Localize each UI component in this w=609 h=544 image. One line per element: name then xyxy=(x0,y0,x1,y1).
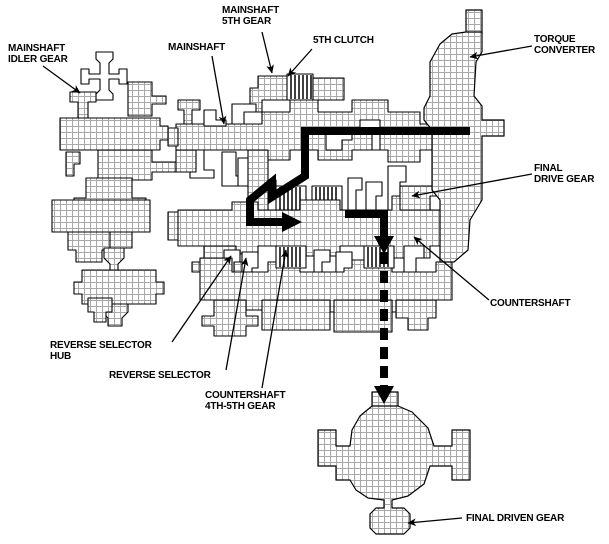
powerflow-segment-main xyxy=(246,127,470,226)
label-mainshaft-5th-gear: MAINSHAFT 5TH GEAR xyxy=(222,5,280,27)
torque-converter-body xyxy=(423,31,505,263)
lower-mid-block-2 xyxy=(333,299,393,333)
idler-lower-flange xyxy=(67,231,111,263)
idler-gear-body xyxy=(59,117,169,151)
leader-torque-converter xyxy=(469,45,533,60)
mid-hub-left xyxy=(175,149,197,173)
leader-reverse-selector xyxy=(225,257,249,371)
label-final-drive-gear: FINAL DRIVE GEAR xyxy=(534,163,595,185)
mainshaft-left-stub xyxy=(167,127,179,147)
leader-countershaft xyxy=(413,236,490,301)
mainshaft-clutch-plate xyxy=(312,77,345,101)
leader-countershaft-4th-5th-gear xyxy=(261,249,289,389)
label-final-driven-gear: FINAL DRIVEN GEAR xyxy=(466,513,565,524)
leader-mainshaft-5th-gear xyxy=(261,31,274,74)
lower-skirt-right xyxy=(395,299,437,331)
lower-skirt xyxy=(201,299,259,337)
leader-final-drive-gear xyxy=(411,173,533,199)
idler-upper-bracket xyxy=(127,81,167,117)
label-countershaft-4th-5th-gear: COUNTERSHAFT 4TH-5TH GEAR xyxy=(205,390,286,412)
lower-clutch-pack-right xyxy=(363,245,395,269)
powerflow-segment-countershaft xyxy=(345,210,388,238)
lower-fork-c xyxy=(335,251,353,273)
differential-housing xyxy=(317,405,471,535)
label-torque-converter: TORQUE CONVERTER xyxy=(534,34,595,56)
label-mainshaft-idler-gear: MAINSHAFT IDLER GEAR xyxy=(8,43,68,65)
powerflow-arrowheads xyxy=(282,212,394,254)
leader-5th-clutch xyxy=(287,48,313,77)
label-reverse-selector-hub: REVERSE SELECTOR HUB xyxy=(50,340,152,362)
powerflow-arrow-right xyxy=(282,212,302,232)
5th-clutch-pack xyxy=(286,73,314,101)
idler-left-step xyxy=(65,151,81,177)
label-5th-clutch: 5TH CLUTCH xyxy=(313,35,374,46)
leader-reverse-selector-hub xyxy=(171,255,232,343)
powerflow-dashed-arrowhead xyxy=(374,386,394,404)
lower-white-stub xyxy=(87,297,113,323)
powerflow-arrow-down-2 xyxy=(374,386,394,404)
label-mainshaft: MAINSHAFT xyxy=(168,42,226,53)
lower-mid-block xyxy=(261,299,331,331)
mainshaft-retainer-b xyxy=(231,103,257,125)
lower-fork-a xyxy=(313,249,331,273)
label-reverse-selector: REVERSE SELECTOR xyxy=(109,370,211,381)
leader-mainshaft-idler-gear xyxy=(42,65,81,94)
torque-converter-assembly xyxy=(423,9,505,263)
idler-bottom-gear xyxy=(73,269,165,305)
idler-top-spool xyxy=(80,51,128,101)
countershaft-4th-5th-gear xyxy=(275,245,307,269)
leader-final-driven-gear xyxy=(407,517,463,527)
label-countershaft: COUNTERSHAFT xyxy=(490,298,571,309)
idler-mid-collar xyxy=(51,199,151,233)
leader-lines xyxy=(42,31,533,527)
powerflow-solid xyxy=(246,127,470,238)
powerflow-arrow-down-1 xyxy=(374,236,394,254)
leader-mainshaft xyxy=(211,55,227,125)
torque-converter-neck xyxy=(465,9,483,35)
